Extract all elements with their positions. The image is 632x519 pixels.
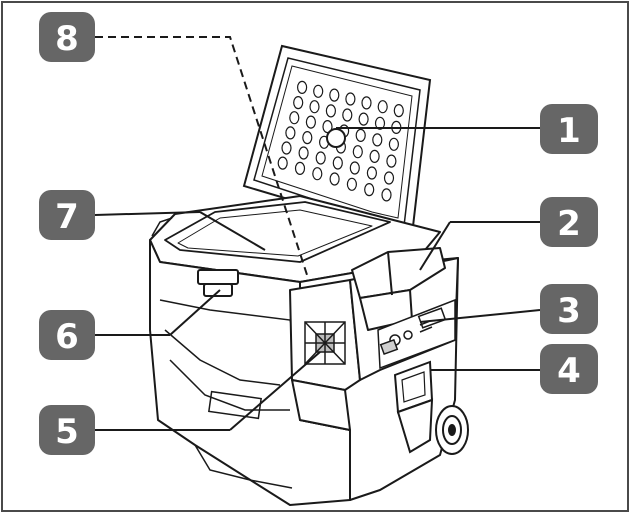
leader-7a [94, 211, 201, 216]
callout-1: 1 [540, 104, 598, 154]
lid-dot [345, 92, 356, 106]
lid-dot [364, 183, 375, 197]
lid-dot [294, 161, 306, 175]
callout-5: 5 [39, 405, 95, 455]
lid-dot [289, 111, 300, 125]
wheel [435, 405, 469, 455]
callout-2-label: 2 [557, 204, 581, 244]
callout-7-label: 7 [55, 197, 79, 237]
lid-dot [386, 154, 397, 168]
lid-dot [393, 103, 404, 118]
lid-center-marker [326, 128, 346, 148]
leader-5a [229, 351, 321, 431]
front-panel [159, 299, 301, 489]
lid-dot [277, 156, 288, 170]
lid-dot [372, 133, 383, 147]
leader-lines [94, 36, 541, 431]
vent-grille [304, 321, 346, 365]
corner-detail [151, 217, 173, 237]
callout-1-label: 1 [557, 111, 581, 151]
callout-2: 2 [540, 197, 598, 247]
leader-3 [419, 309, 541, 323]
lid-dot [285, 126, 296, 140]
lid-dot [374, 116, 386, 130]
lid-dot [352, 145, 363, 159]
lid-dot [366, 166, 377, 180]
callout-3-label: 3 [557, 291, 581, 331]
callout-6-label: 6 [55, 317, 79, 357]
lid-dot [281, 141, 292, 155]
callout-badges: 8 1 7 2 3 6 4 5 [39, 12, 598, 455]
lid-dot [358, 112, 369, 126]
callout-4-label: 4 [557, 351, 581, 391]
lid-dot [298, 146, 309, 160]
latch [197, 269, 239, 297]
callout-5-label: 5 [55, 412, 79, 452]
lid-dot [325, 104, 336, 118]
lid-dot [315, 151, 326, 165]
lid-dot [297, 80, 308, 95]
leader-8 [95, 36, 309, 279]
lid-dot [361, 96, 372, 110]
lid-dot [312, 167, 323, 181]
leader-7b [199, 211, 266, 251]
lid-dot [342, 108, 353, 122]
leader-2a [419, 221, 451, 271]
control-panel [377, 298, 456, 370]
callout-6: 6 [39, 310, 95, 360]
lid-dot [313, 84, 324, 98]
lid-dot [381, 188, 392, 202]
callout-8-label: 8 [55, 19, 79, 59]
lid-dot [355, 128, 366, 142]
callout-7: 7 [39, 190, 95, 240]
lid-dot [305, 115, 316, 129]
lid-dot [388, 137, 399, 151]
callout-3: 3 [540, 284, 598, 334]
lid-dot [322, 119, 333, 134]
lid-dot [329, 88, 340, 102]
leader-6a [169, 289, 221, 336]
lid-dot [369, 149, 380, 163]
lid-dot [329, 172, 340, 186]
side-handle [393, 360, 434, 454]
lid-dot [309, 100, 320, 114]
lid-dot [349, 161, 360, 175]
lid-dot [332, 156, 343, 170]
callout-4: 4 [540, 344, 598, 394]
lid-dot [377, 100, 388, 114]
lid-dot [383, 171, 395, 185]
callout-8: 8 [39, 12, 95, 62]
lid-dot [302, 131, 313, 145]
lid-dot [346, 177, 357, 191]
lid-dot [293, 95, 304, 110]
